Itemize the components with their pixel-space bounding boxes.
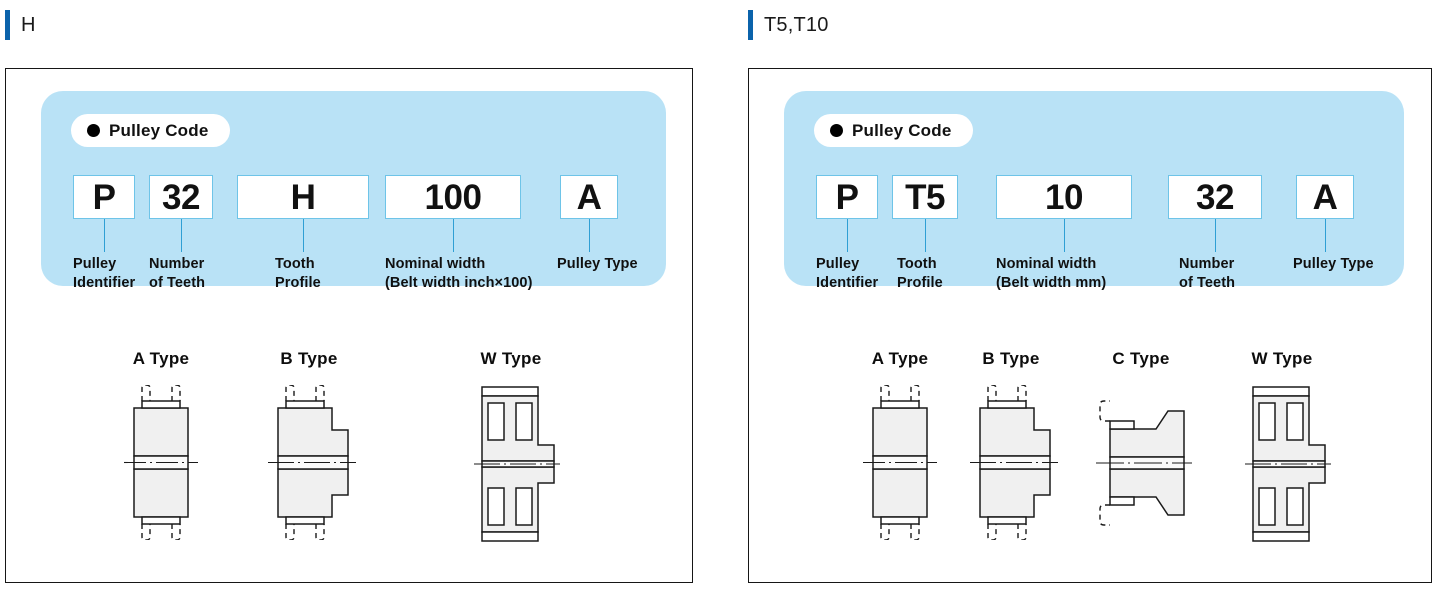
- type-label-c: C Type: [1112, 349, 1170, 368]
- code-label-pulley-type: Pulley Type: [557, 256, 638, 272]
- type-label-a: A Type: [132, 349, 190, 368]
- leader-line: [181, 219, 183, 252]
- code-box-t5[interactable]: T5: [892, 175, 958, 219]
- code-segment-pulley-type: A Pulley Type: [1293, 175, 1374, 272]
- pulley-drawing-a-type: [863, 385, 937, 540]
- code-label-nominal-width: Nominal width(Belt width inch×100): [385, 256, 533, 292]
- leader-line: [104, 219, 106, 252]
- pulley-drawing-a-type: [124, 385, 198, 540]
- code-segment-nominal-width: 100 Nominal width(Belt width inch×100): [385, 175, 560, 291]
- code-segment-nominal-width: 10 Nominal width(Belt width mm): [996, 175, 1168, 291]
- leader-line: [303, 219, 305, 252]
- code-box-32[interactable]: 32: [1168, 175, 1262, 219]
- pulley-code-badge-label: Pulley Code: [852, 120, 952, 140]
- code-box-value: A: [576, 177, 602, 217]
- code-box-value: 32: [1196, 177, 1234, 217]
- code-box-value: H: [290, 177, 316, 217]
- code-box-100[interactable]: 100: [385, 175, 521, 219]
- page-title: H: [21, 13, 36, 36]
- header-accent-bar: [5, 10, 10, 40]
- page-title-secondary: T5,T10: [764, 13, 829, 36]
- code-box-h[interactable]: H: [237, 175, 369, 219]
- type-label-b: B Type: [982, 349, 1040, 368]
- code-box-a[interactable]: A: [1296, 175, 1354, 219]
- code-box-p[interactable]: P: [73, 175, 135, 219]
- pulley-drawing-b-type: [970, 385, 1058, 540]
- code-label-nominal-width: Nominal width(Belt width mm): [996, 256, 1107, 292]
- pulley-code-badge-label: Pulley Code: [109, 120, 209, 140]
- bullet-icon: [830, 124, 843, 137]
- leader-line: [1325, 219, 1327, 252]
- code-box-value: P: [92, 177, 116, 217]
- leader-line: [1215, 219, 1217, 252]
- code-box-p[interactable]: P: [816, 175, 878, 219]
- code-box-10[interactable]: 10: [996, 175, 1132, 219]
- leader-line: [1064, 219, 1066, 252]
- pulley-drawing-w-type: [1245, 386, 1331, 542]
- code-label-pulley-type: Pulley Type: [1293, 256, 1374, 272]
- code-box-a[interactable]: A: [560, 175, 618, 219]
- panel-t-header: T5,T10: [748, 8, 829, 42]
- leader-line: [589, 219, 591, 252]
- pulley-drawing-b-type: [268, 385, 356, 540]
- pulley-code-badge-h: Pulley Code: [71, 114, 230, 147]
- code-box-value: 100: [424, 177, 482, 217]
- header-accent-bar: [748, 10, 753, 40]
- code-box-value: A: [1312, 177, 1338, 217]
- code-box-value: T5: [905, 177, 945, 217]
- pulley-code-badge-t: Pulley Code: [814, 114, 973, 147]
- bullet-icon: [87, 124, 100, 137]
- code-box-value: P: [835, 177, 859, 217]
- leader-line: [847, 219, 849, 252]
- leader-line: [453, 219, 455, 252]
- pulley-drawing-w-type: [474, 386, 560, 542]
- code-segment-pulley-type: A Pulley Type: [557, 175, 638, 272]
- code-box-32[interactable]: 32: [149, 175, 213, 219]
- code-box-value: 32: [162, 177, 200, 217]
- leader-line: [925, 219, 927, 252]
- type-label-w: W Type: [1251, 349, 1313, 368]
- code-box-value: 10: [1045, 177, 1083, 217]
- pulley-drawing-c-type: [1096, 400, 1192, 526]
- type-label-a: A Type: [871, 349, 929, 368]
- panel-h-header: H: [5, 8, 36, 42]
- type-label-b: B Type: [280, 349, 338, 368]
- type-label-w: W Type: [480, 349, 542, 368]
